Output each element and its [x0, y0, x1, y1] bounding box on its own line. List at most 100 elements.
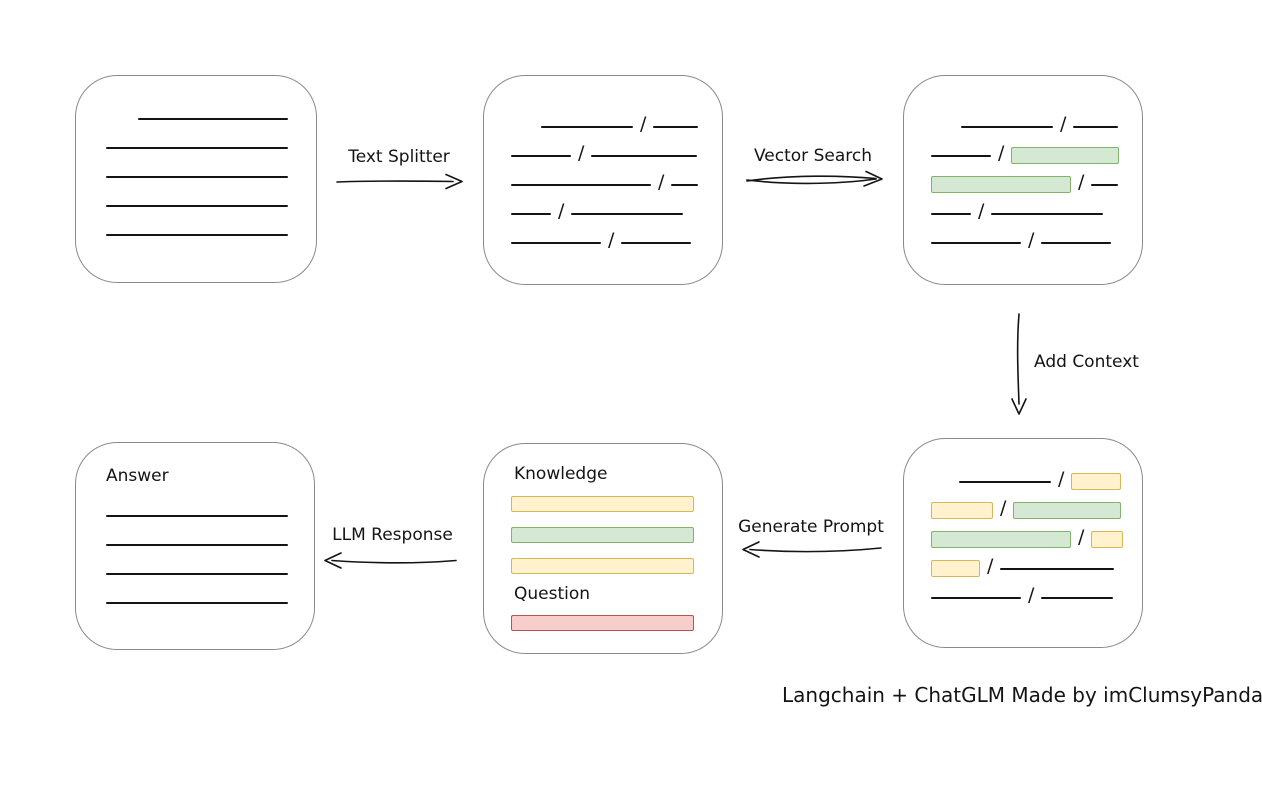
- slash-separator: /: [1060, 113, 1067, 135]
- slash-separator: /: [1058, 468, 1065, 490]
- add-context-label: Add Context: [1034, 352, 1139, 372]
- text-line: [138, 118, 288, 120]
- slash-separator: /: [1028, 584, 1035, 606]
- text-line: [931, 155, 991, 157]
- chunk-lines: / / / / /: [931, 457, 1124, 606]
- chunk-row: [106, 94, 291, 123]
- slash-separator: /: [978, 200, 985, 222]
- text-line: [991, 213, 1104, 215]
- slash-separator: /: [987, 555, 994, 577]
- llm-response-label: LLM Response: [332, 525, 453, 545]
- chunk-row: [106, 491, 289, 520]
- node-matched-chunks: / / / / /: [903, 75, 1143, 285]
- chunk-row: /: [931, 515, 1124, 548]
- slash-separator: /: [1028, 229, 1035, 251]
- text-line: [931, 242, 1021, 244]
- text-line: [106, 544, 288, 546]
- text-line: [511, 242, 601, 244]
- text-line: [1000, 568, 1115, 570]
- text-splitter-label: Text Splitter: [348, 147, 450, 167]
- chunk-highlight-green: [931, 176, 1071, 193]
- diagram-caption: Langchain + ChatGLM Made by imClumsyPand…: [782, 683, 1262, 707]
- chunk-row: [106, 123, 291, 152]
- text-line: [1091, 184, 1119, 186]
- answer-label: Answer: [106, 466, 169, 486]
- vector-search-label: Vector Search: [754, 146, 872, 166]
- chunk-row: /: [931, 160, 1119, 193]
- text-line: [106, 176, 288, 178]
- chunk-highlight-yellow: [931, 502, 993, 519]
- chunk-row: /: [931, 218, 1117, 251]
- text-line: [106, 147, 288, 149]
- text-line: [959, 481, 1051, 483]
- slash-separator: /: [998, 142, 1005, 164]
- text-line: [571, 213, 684, 215]
- text-line: [621, 242, 692, 244]
- chunk-row: /: [511, 131, 698, 164]
- generate-prompt-arrow: [742, 541, 882, 558]
- text-line: [106, 205, 288, 207]
- slash-separator: /: [1078, 171, 1085, 193]
- slash-separator: /: [558, 200, 565, 222]
- text-line: [1073, 126, 1119, 128]
- knowledge-chip-green: [511, 527, 694, 543]
- node-context-chunks: / / / / /: [903, 438, 1143, 648]
- knowledge-label: Knowledge: [514, 464, 608, 484]
- chunk-highlight-yellow: [1071, 473, 1122, 490]
- answer-lines: [106, 491, 289, 607]
- text-line: [653, 126, 699, 128]
- chunk-row: /: [931, 131, 1120, 164]
- slash-separator: /: [608, 229, 615, 251]
- text-line: [511, 213, 551, 215]
- add-context-arrow: [1011, 313, 1027, 415]
- node-answer: Answer: [75, 442, 315, 650]
- text-line: [1041, 242, 1112, 244]
- text-line: [671, 184, 699, 186]
- text-line: [961, 126, 1053, 128]
- chunk-row: [106, 549, 289, 578]
- generate-prompt-label: Generate Prompt: [738, 517, 884, 537]
- vector-search-arrow: [746, 170, 883, 187]
- chunk-row: /: [931, 102, 1119, 135]
- chunk-row: [106, 152, 291, 181]
- chunk-row: /: [511, 218, 697, 251]
- document-lines: [106, 94, 291, 239]
- slash-separator: /: [578, 142, 585, 164]
- text-line: [541, 126, 633, 128]
- chunk-row: /: [931, 573, 1117, 606]
- chunk-row: /: [931, 457, 1122, 490]
- text-line: [106, 234, 288, 236]
- chunk-row: /: [931, 189, 1117, 222]
- chunk-row: [106, 520, 289, 549]
- question-chip-red: [511, 615, 694, 631]
- chunk-highlight-yellow: [931, 560, 980, 577]
- text-line: [511, 155, 571, 157]
- slash-separator: /: [1000, 497, 1007, 519]
- text-line: [106, 515, 288, 517]
- node-prompt: Knowledge Question: [483, 443, 723, 654]
- slash-separator: /: [658, 171, 665, 193]
- chunk-highlight-green: [1011, 147, 1120, 164]
- chunk-row: /: [511, 189, 697, 222]
- text-line: [931, 597, 1021, 599]
- text-line: [511, 184, 651, 186]
- chunk-row: /: [931, 544, 1117, 577]
- chunk-row: /: [511, 160, 699, 193]
- chunk-row: [106, 181, 291, 210]
- chunk-row: [106, 578, 289, 607]
- text-line: [106, 602, 288, 604]
- slash-separator: /: [640, 113, 647, 135]
- text-line: [591, 155, 698, 157]
- text-line: [931, 213, 971, 215]
- chunk-highlight-green: [931, 531, 1071, 548]
- text-line: [106, 573, 288, 575]
- knowledge-chip-yellow-1: [511, 496, 694, 512]
- node-split-chunks: / / / / /: [483, 75, 723, 285]
- chunk-lines: / / / / /: [931, 102, 1120, 251]
- slash-separator: /: [1078, 526, 1085, 548]
- chunk-row: [106, 210, 291, 239]
- text-line: [1041, 597, 1114, 599]
- llm-response-arrow: [324, 552, 457, 569]
- chunk-highlight-green: [1013, 502, 1122, 519]
